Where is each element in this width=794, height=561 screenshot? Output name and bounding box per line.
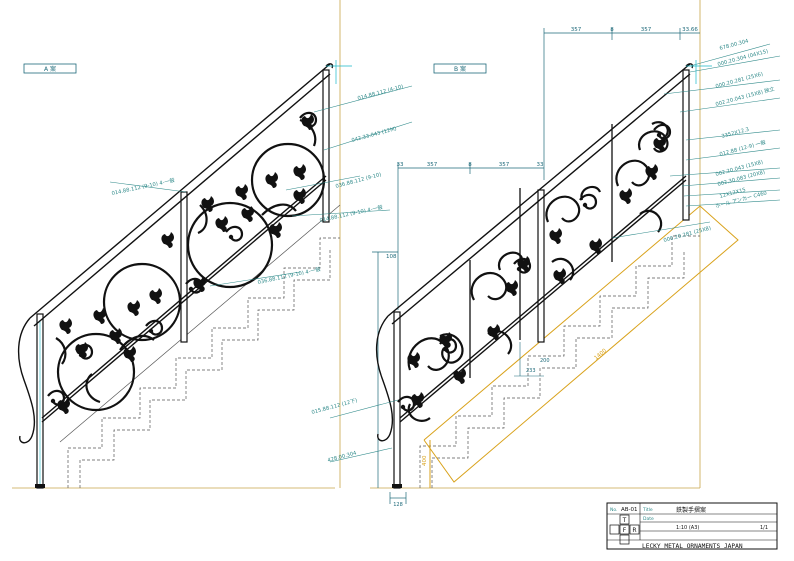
view-b-base-dimension bbox=[389, 492, 407, 504]
callout-a-4: 036.88.112 (9-10) bbox=[335, 172, 382, 190]
view-b-callouts bbox=[329, 43, 781, 463]
view-b: B 案 357 8 357 33.66 357 8 357 33 33 bbox=[311, 0, 781, 508]
dim-b-233: 233 bbox=[526, 368, 536, 374]
view-a-handrail bbox=[17, 63, 334, 444]
view-a-callouts bbox=[109, 85, 413, 287]
view-a-ornament-right-leaves bbox=[184, 111, 318, 294]
callout-b-6: 012.88 (12-9) 一般 bbox=[718, 138, 766, 158]
projection-letter-t: T bbox=[622, 517, 627, 524]
view-a-top-marker bbox=[326, 60, 352, 84]
view-b-top-dimensions bbox=[397, 28, 700, 310]
dim-b-diag: 1400 bbox=[593, 348, 608, 362]
view-a-stair-outline bbox=[59, 204, 341, 488]
callout-b-1: 678.00.304 bbox=[719, 38, 750, 52]
view-b-top-marker bbox=[686, 60, 712, 84]
view-b-base-plate bbox=[392, 484, 402, 488]
view-b-stair-outline bbox=[419, 235, 700, 488]
title-block-no-label: No. bbox=[610, 507, 617, 513]
dim-b-357-d: 357 bbox=[499, 162, 510, 168]
view-b-label-text: B 案 bbox=[454, 65, 466, 73]
dim-b-33-b: 33 bbox=[537, 162, 544, 168]
dim-b-357-b: 357 bbox=[641, 27, 652, 33]
view-b-vertical-dimension bbox=[372, 251, 398, 488]
view-b-mid-dimension bbox=[514, 342, 544, 377]
callout-a-3: 014.88.112 (9-10) 4-一般 bbox=[111, 176, 176, 197]
projection-symbol bbox=[609, 514, 640, 545]
dim-b-128: 128 bbox=[393, 502, 403, 508]
callout-a-1: 014.88.112 (4-10) bbox=[357, 84, 404, 102]
view-b-posts bbox=[393, 69, 690, 489]
dim-b-357-a: 357 bbox=[571, 27, 582, 33]
dim-b-357-c: 357 bbox=[427, 162, 438, 168]
callout-b-3: 000.20.281 (25X6) bbox=[715, 71, 764, 89]
title-block-number: AB-01 bbox=[621, 507, 638, 513]
dim-b-33-a: 33 bbox=[397, 162, 404, 168]
view-a-base-plate bbox=[35, 484, 45, 488]
title-block-sheet: 1/1 bbox=[760, 525, 768, 531]
view-a-callout-labels: 014.88.112 (4-10) 042.33.043 (12M) 014.8… bbox=[111, 84, 404, 286]
view-b-ornaments bbox=[407, 121, 669, 422]
view-b-stringer bbox=[423, 205, 739, 488]
dim-b-end: 33.66 bbox=[682, 27, 698, 33]
view-a-label: A 案 bbox=[23, 63, 77, 74]
view-a-ornament-left bbox=[55, 262, 182, 412]
dim-b-108: 108 bbox=[386, 254, 397, 260]
view-b-label: B 案 bbox=[433, 63, 487, 74]
title-block-title-label: Title bbox=[642, 507, 653, 513]
dim-b-8-a: 8 bbox=[610, 27, 614, 33]
title-block-company: LECKY METAL ORNAMENTS JAPAN bbox=[642, 543, 743, 550]
callout-b-13: 428.00.304 bbox=[327, 450, 358, 464]
view-a: A 案 bbox=[12, 0, 413, 489]
callout-b-12: 015.88.112 (12下) bbox=[311, 397, 358, 416]
projection-letter-r: R bbox=[632, 527, 636, 534]
view-b-top-dimension-text: 357 8 357 33.66 357 8 357 33 33 bbox=[397, 27, 699, 168]
dim-b-8-b: 8 bbox=[468, 162, 472, 168]
title-block-title: 鉄製手摺案 bbox=[676, 506, 706, 514]
callout-b-5: 3352X12.3 bbox=[721, 127, 750, 140]
title-block-date-label: Date bbox=[643, 516, 654, 522]
view-a-label-text: A 案 bbox=[44, 65, 56, 73]
title-block: No. AB-01 Title 鉄製手摺案 Date 1:10 (A3) 1/1… bbox=[606, 502, 778, 550]
projection-letter-f: F bbox=[623, 527, 627, 534]
callout-a-2: 042.33.043 (12M) bbox=[351, 126, 397, 144]
dim-b-side: 400 bbox=[422, 455, 428, 466]
view-b-handrail bbox=[375, 63, 694, 442]
dim-b-200: 200 bbox=[540, 358, 550, 364]
title-block-scale: 1:10 (A3) bbox=[676, 525, 699, 531]
